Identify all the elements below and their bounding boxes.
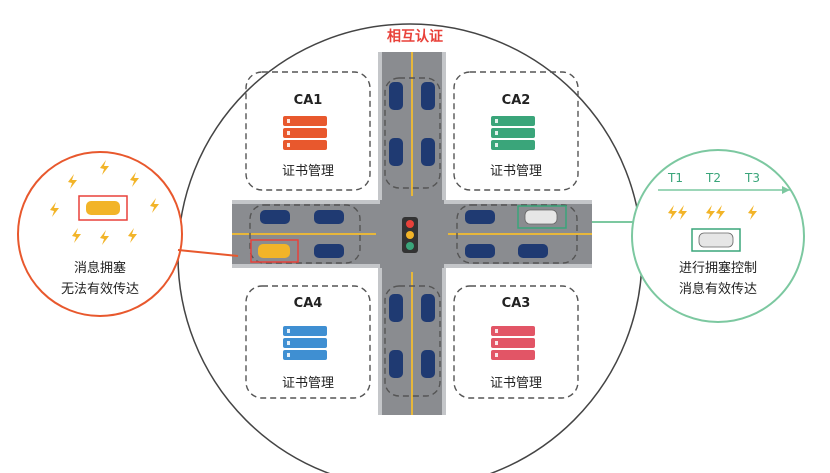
road-edges xyxy=(232,52,592,415)
server-icon xyxy=(283,116,327,150)
lightning-icon xyxy=(668,205,757,220)
lane-lines xyxy=(232,52,592,415)
server-icon xyxy=(491,326,535,360)
left-callout-line2: 无法有效传达 xyxy=(60,282,139,297)
server-lights xyxy=(287,119,498,357)
diagram-title: 相互认证 xyxy=(387,29,443,45)
timeline-t1: T1 xyxy=(668,171,683,185)
left-callout-circle xyxy=(17,151,183,317)
left-callout-text: 消息拥塞 无法有效传达 xyxy=(40,258,160,300)
car-icon xyxy=(86,201,120,215)
server-icon xyxy=(491,116,535,150)
highlight-box xyxy=(691,228,741,252)
ca2-label: CA2 xyxy=(501,93,531,108)
timeline-t2: T2 xyxy=(706,171,721,185)
ca4-sub: 证书管理 xyxy=(281,376,334,391)
car-icon xyxy=(524,209,558,225)
right-callout-line2: 消息有效传达 xyxy=(678,282,757,297)
left-callout-line1: 消息拥塞 xyxy=(73,261,126,276)
car-icon xyxy=(389,82,435,378)
traffic-light-icon xyxy=(402,217,418,253)
ca1-label: CA1 xyxy=(293,93,323,108)
car-icon xyxy=(698,232,734,248)
ca2-sub: 证书管理 xyxy=(489,164,542,179)
right-callout-text: 进行拥塞控制 消息有效传达 xyxy=(656,258,780,300)
ca3-sub: 证书管理 xyxy=(489,376,542,391)
car-icon xyxy=(258,244,290,258)
highlight-box xyxy=(250,239,299,263)
timeline-t3: T3 xyxy=(745,171,760,185)
left-callout-pointer xyxy=(177,249,239,257)
server-icon xyxy=(283,326,327,360)
ca1-sub: 证书管理 xyxy=(281,164,334,179)
ca3-label: CA3 xyxy=(501,296,531,311)
ca4-label: CA4 xyxy=(293,296,323,311)
highlight-box xyxy=(78,195,128,221)
timeline-arrowhead xyxy=(782,186,790,194)
lightning-icon xyxy=(50,160,159,245)
ca-zones xyxy=(245,71,579,399)
highlight-box xyxy=(517,205,567,229)
car-icon xyxy=(260,210,548,258)
right-callout-line1: 进行拥塞控制 xyxy=(678,261,757,276)
